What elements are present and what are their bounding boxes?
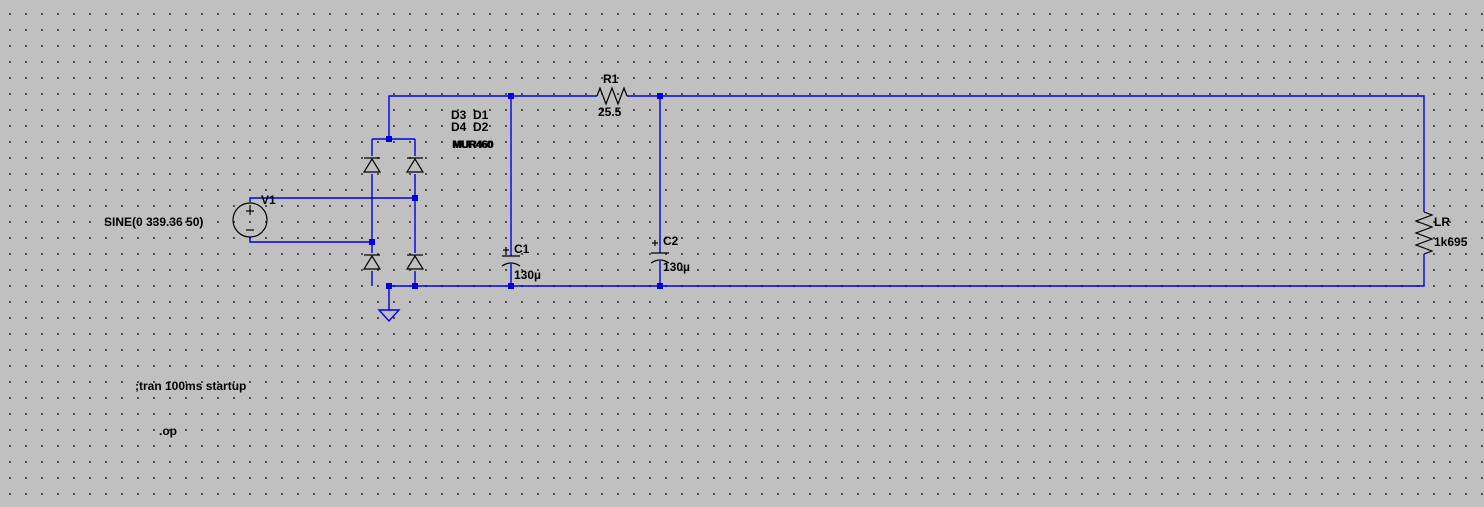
lr-value-label[interactable]: 1k695 xyxy=(1434,235,1468,249)
capacitor-c2[interactable] xyxy=(650,240,670,264)
lr-name-label[interactable]: LR xyxy=(1434,215,1450,229)
capacitor-plate-curved xyxy=(501,262,521,267)
v1-value-label[interactable]: SINE(0 339.36 50) xyxy=(104,215,203,229)
c2-name-label[interactable]: C2 xyxy=(663,234,679,248)
junction-dot xyxy=(657,283,663,289)
v1-name-label[interactable]: V1 xyxy=(261,193,276,207)
wire-v1-bottom[interactable] xyxy=(249,238,372,243)
junction-dot xyxy=(412,283,418,289)
junction-dot xyxy=(369,239,375,245)
junction-dot xyxy=(508,283,514,289)
junctions xyxy=(369,93,663,289)
junction-dot xyxy=(386,136,392,142)
diode-d3[interactable] xyxy=(362,157,382,173)
resistor-r1[interactable] xyxy=(596,86,628,106)
wire-right-down[interactable] xyxy=(388,254,1425,310)
diode-model-label-overlap: MUR460 xyxy=(453,139,494,151)
wire-top-right[interactable] xyxy=(627,95,1425,212)
ground-icon[interactable] xyxy=(377,309,401,323)
diode-icon xyxy=(405,157,425,173)
c1-name-label[interactable]: C1 xyxy=(514,242,530,256)
capacitor-c1[interactable] xyxy=(501,247,521,267)
junction-dot xyxy=(508,93,514,99)
c2-value-label[interactable]: 130µ xyxy=(663,260,690,274)
diode-icon xyxy=(405,254,425,270)
diode-icon xyxy=(362,254,382,270)
c1-value-label[interactable]: 130µ xyxy=(514,268,541,282)
diode-d1[interactable] xyxy=(405,157,425,173)
junction-dot xyxy=(657,93,663,99)
junction-dot xyxy=(412,195,418,201)
diode-names-top-label[interactable]: D3 D1 xyxy=(451,108,489,122)
capacitor-plate-curved xyxy=(650,259,670,264)
wire-top-left[interactable] xyxy=(388,95,597,139)
source-symbol-icon xyxy=(232,202,268,238)
diode-names-bottom-label[interactable]: D4 D2 xyxy=(451,120,489,134)
voltage-source-v1[interactable] xyxy=(232,202,268,238)
diode-d4[interactable] xyxy=(362,254,382,270)
tran-directive[interactable]: ;tran 100ms startup xyxy=(135,379,246,393)
diode-bridge[interactable] xyxy=(362,157,425,270)
diode-icon xyxy=(362,157,382,173)
r1-value-label[interactable]: 25.5 xyxy=(598,105,622,119)
r1-name-label[interactable]: R1 xyxy=(603,72,619,86)
wire-v1-top[interactable] xyxy=(249,197,415,202)
op-directive[interactable]: .op xyxy=(159,424,177,438)
junction-dot xyxy=(386,283,392,289)
wires xyxy=(249,95,1425,310)
resistor-lr[interactable] xyxy=(1414,211,1434,255)
diode-model-label[interactable]: MUR460 xyxy=(452,139,493,151)
diode-d2[interactable] xyxy=(405,254,425,270)
